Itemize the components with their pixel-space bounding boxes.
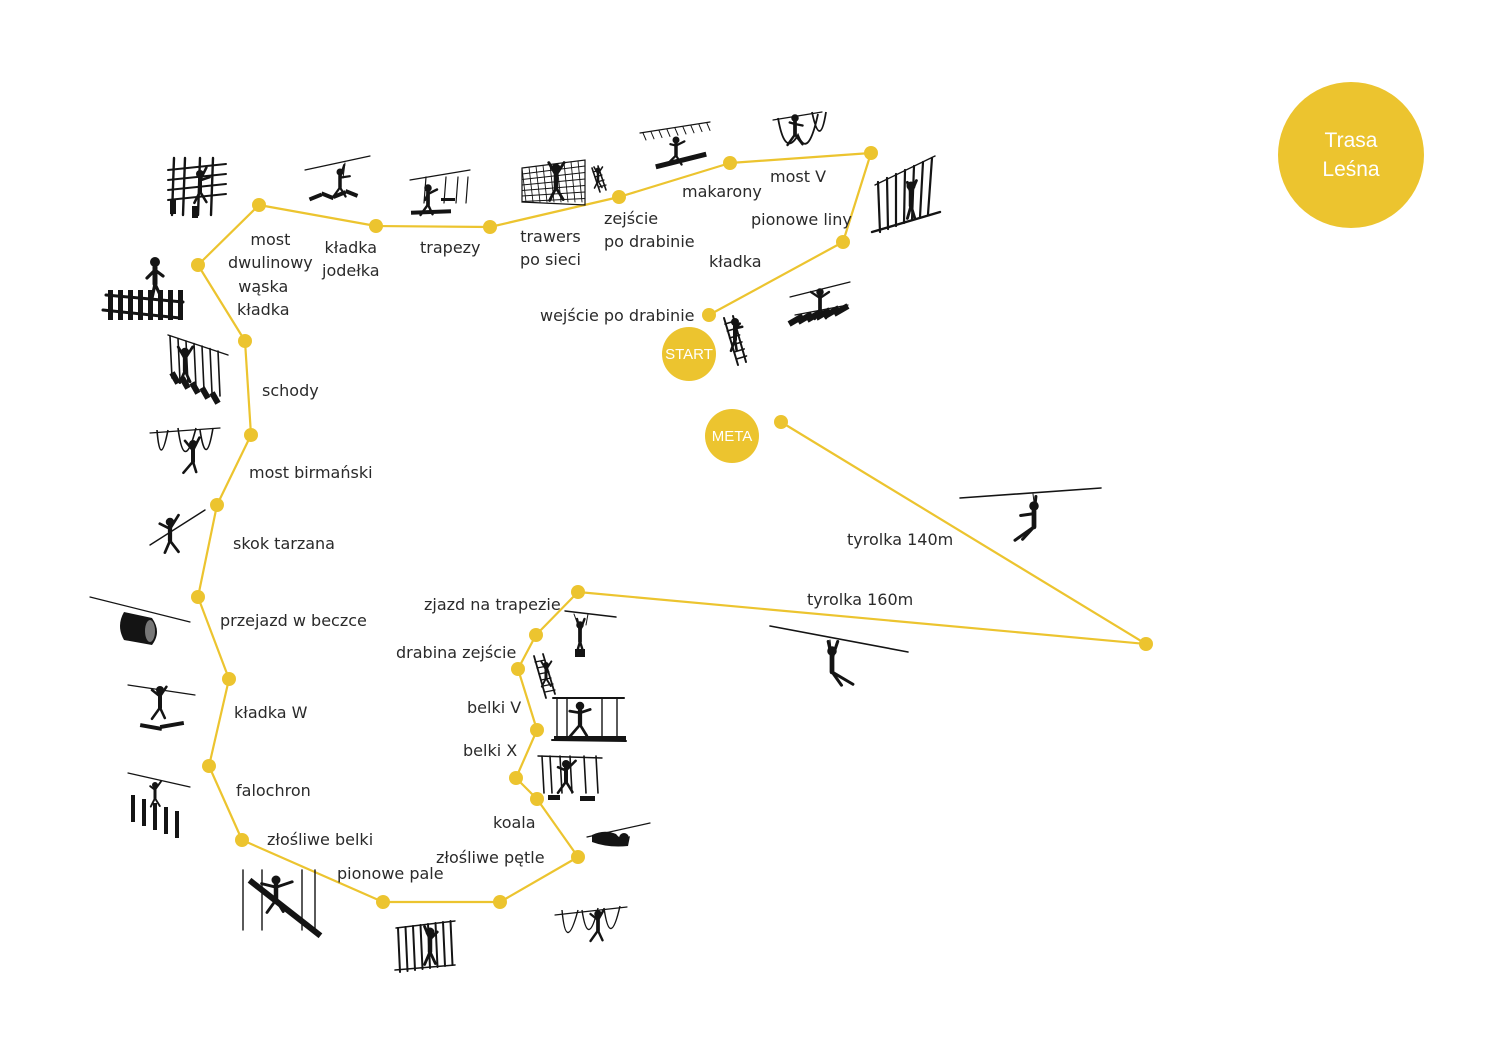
label-koala: koala	[493, 813, 536, 832]
route-station-dot	[244, 428, 258, 442]
route-station-dot	[509, 771, 523, 785]
narrow-bridge-icon	[101, 257, 185, 320]
route-station-dot	[252, 198, 266, 212]
label-belki-x: belki X	[463, 741, 518, 760]
route-station-dot	[723, 156, 737, 170]
label-makarony: makarony	[682, 182, 762, 201]
label-pionowe-pale: pionowe pale	[337, 864, 444, 883]
route-station-dot	[483, 220, 497, 234]
route-name-line2: Leśna	[1322, 158, 1380, 181]
net-traverse-icon	[521, 159, 586, 206]
w-bridge-icon	[127, 684, 196, 731]
route-station-dot	[530, 792, 544, 806]
barrel-icon	[89, 596, 191, 645]
label-wejscie: wejście po drabinie	[540, 306, 695, 325]
route-station-dot	[774, 415, 788, 429]
route-station-dot	[511, 662, 525, 676]
label-zlosliwe-belki: złośliwe belki	[267, 830, 374, 849]
label-zjazd-trapez: zjazd na trapezie	[424, 595, 561, 614]
trapeze-slide-icon	[564, 610, 617, 657]
stairs-icon	[167, 334, 229, 405]
label-jodelka: kładka jodełka	[322, 238, 380, 280]
route-station-dot	[493, 895, 507, 909]
route-station-dot	[238, 334, 252, 348]
tarzan-swing-icon	[149, 509, 206, 554]
route-stations	[191, 146, 1153, 909]
tricky-beams-icon	[242, 869, 323, 939]
route-name-badge: Trasa Leśna	[1278, 82, 1424, 228]
route-station-dot	[836, 235, 850, 249]
vertical-ropes-icon	[870, 155, 942, 234]
route-station-dot	[571, 585, 585, 599]
route-name-line1: Trasa	[1324, 129, 1378, 152]
label-drabina-zejscie: drabina zejście	[396, 643, 517, 662]
burma-bridge-icon	[149, 427, 221, 475]
label-kladka-w: kładka W	[234, 703, 308, 722]
v-beams-icon	[551, 697, 627, 742]
finish-label: META	[711, 427, 753, 445]
label-schody: schody	[262, 381, 319, 400]
label-birmanski: most birmański	[249, 463, 373, 482]
hanging-loops-icon	[639, 121, 711, 170]
ladder-climb-icon	[723, 315, 748, 366]
v-bridge-icon	[772, 111, 827, 147]
breakwater-icon	[127, 772, 191, 838]
label-beczka: przejazd w beczce	[220, 611, 367, 630]
route-station-dot	[702, 308, 716, 322]
label-tyrolka-140: tyrolka 140m	[847, 530, 954, 549]
route-station-dot	[571, 850, 585, 864]
two-rope-bridge-icon	[167, 156, 227, 218]
route-station-dot	[202, 759, 216, 773]
label-falochron: falochron	[236, 781, 311, 800]
route-station-dot	[210, 498, 224, 512]
route-station-dot	[1139, 637, 1153, 651]
label-kladka-top: kładka	[709, 252, 762, 271]
route-station-dot	[222, 672, 236, 686]
rope-bridge-icon	[787, 281, 851, 327]
start-badge: START	[662, 327, 716, 381]
obstacle-icons	[89, 111, 1102, 973]
route-station-dot	[529, 628, 543, 642]
route-station-dot	[864, 146, 878, 160]
zipline-icon	[769, 625, 909, 687]
finish-badge: META	[705, 409, 759, 463]
label-trawers: trawers po sieci	[520, 227, 581, 269]
route-station-dot	[191, 590, 205, 604]
route-station-dot	[530, 723, 544, 737]
label-most-v: most V	[770, 167, 827, 186]
label-waska: wąska kładka	[237, 277, 290, 319]
trapeze-icon	[409, 169, 471, 217]
label-tyrolka-160: tyrolka 160m	[807, 590, 914, 609]
vertical-poles-icon	[394, 920, 456, 973]
label-pionowe-liny-top: pionowe liny	[751, 210, 852, 229]
zipline-icon	[959, 487, 1102, 542]
route-station-dot	[376, 895, 390, 909]
tricky-loops-icon	[554, 905, 628, 943]
x-beams-icon	[537, 755, 603, 801]
route-station-dot	[369, 219, 383, 233]
koala-crawl-icon	[586, 822, 651, 847]
route-station-dot	[235, 833, 249, 847]
route-station-dot	[612, 190, 626, 204]
label-tarzana: skok tarzana	[233, 534, 335, 553]
label-zejscie: zejście po drabinie	[604, 209, 695, 251]
label-zlosliwe-petle: złośliwe pętle	[436, 848, 545, 867]
route-station-dot	[191, 258, 205, 272]
start-label: START	[665, 345, 713, 363]
ladder-down-icon	[533, 653, 556, 699]
label-dwulinowy: most dwulinowy	[228, 230, 313, 272]
ladder-descent-icon	[591, 165, 607, 193]
herringbone-bridge-icon	[304, 155, 371, 202]
label-belki-v: belki V	[467, 698, 522, 717]
label-trapezy: trapezy	[420, 238, 481, 257]
